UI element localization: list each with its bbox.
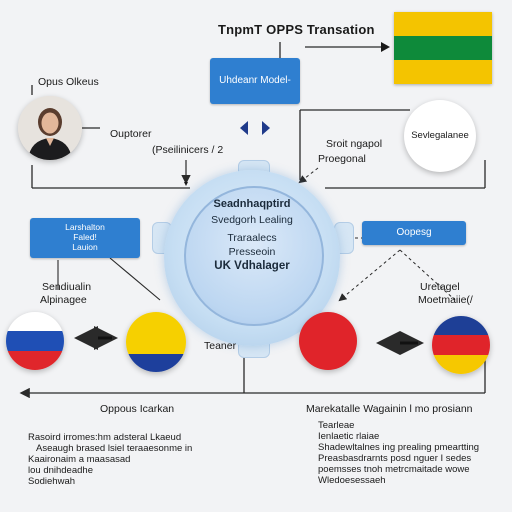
flag-stripe (6, 350, 64, 370)
proegonal-label: Proegonal (318, 153, 366, 165)
hub-line: UK Vdhalager (214, 260, 290, 272)
left-notes: Rasoird irromes:hm adsteral Lkaeud Aseau… (28, 432, 228, 487)
flag-stripe (432, 354, 490, 374)
flag-stripe (6, 331, 64, 351)
connector-arrow (338, 249, 401, 302)
note-line: Wledoesessaeh (318, 475, 386, 486)
mareatalle-label: Marekatalle Wagainin l mo prosiann (306, 403, 473, 415)
right-notes: Tearleae Ienlaetic rlaiae Shadewltalnes … (318, 420, 508, 486)
note-line: Shadewltalnes ing prealing pmeartting (318, 442, 480, 453)
person-portrait-icon (18, 96, 82, 160)
note-line: Preasbasdrarnts posd nguer I sedes (318, 453, 472, 464)
teaner-label: Teaner (204, 340, 237, 352)
flag-stripe (432, 316, 490, 336)
page-title: TnpmT OPPS Transation (218, 22, 375, 37)
opposg-button-label: Oopesg (396, 227, 432, 238)
flag-circle-red (299, 312, 357, 370)
model-button-label: Uhdeanr Model- (219, 75, 291, 86)
model-button[interactable]: Uhdeanr Model- (210, 58, 300, 104)
flag-stripe (394, 36, 492, 60)
sendiualin-label: Sendiualin (42, 281, 92, 293)
translation-box-line: Faled! (73, 232, 97, 242)
connector-line (109, 257, 161, 301)
uretagel-label: Uretagel (420, 281, 460, 293)
note-line: poemsses tnoh metrcmaitade wowe (318, 464, 470, 475)
central-hub[interactable] (184, 186, 324, 326)
chevron-left-icon (240, 121, 248, 135)
hub-line: Svedgorh Lealing (211, 214, 293, 226)
pseilinicers-label: (Pseilinicers / 2 (152, 144, 224, 156)
opposg-button[interactable]: Oopesg (362, 221, 466, 245)
flag-circle-blue-red-yellow (432, 316, 490, 374)
translation-box-line: Lauion (72, 242, 98, 252)
translation-box[interactable]: Larshalton Faled! Lauion (30, 218, 140, 258)
hub-line: Traraalecs (227, 232, 277, 244)
flag-stripe (394, 60, 492, 84)
flag-stripe (432, 335, 490, 355)
hub-line: Presseoin (228, 246, 276, 258)
oppous-icarkan-label: Oppous Icarkan (100, 403, 175, 415)
flag-stripe (126, 354, 186, 372)
flag-stripe (394, 12, 492, 36)
flag-circle-yellow-blue (126, 312, 186, 372)
flag-stripe (126, 312, 186, 354)
note-line: Rasoird irromes:hm adsteral Lkaeud (28, 432, 182, 443)
person-name-label: Opus Olkeus (38, 76, 99, 88)
connector-line (399, 249, 456, 301)
note-line: Sodiehwah (28, 476, 76, 487)
chevron-right-icon (262, 121, 270, 135)
flag-circle-white-blue-red (6, 312, 64, 370)
sroit-label: Sroit ngapol (326, 138, 383, 150)
note-line: Aseaugh brased lsiel teraaesonme in (36, 443, 193, 454)
arrowhead-icon (381, 42, 390, 52)
flag-top-right (394, 12, 492, 84)
note-line: lou dnihdeadhe (28, 465, 93, 476)
person-avatar (18, 96, 82, 160)
output-label: Ouptorer (110, 128, 152, 140)
hub-line: Seadnhaqptird (213, 198, 291, 210)
note-line: Tearleae (318, 420, 355, 431)
sevlegalanee-node: Sevlegalanee (404, 100, 476, 172)
moetmai-label: Moetmaiie(/ (418, 294, 473, 306)
flag-stripe (6, 312, 64, 332)
sevlegalanee-label: Sevlegalanee (411, 130, 469, 141)
note-line: Ienlaetic rlaiae (318, 431, 380, 442)
translation-box-line: Larshalton (65, 222, 105, 232)
note-line: Kaaironaim a maasasad (28, 454, 131, 465)
alpnagee-label: Alpinagee (40, 294, 87, 306)
connector-arrow (298, 167, 319, 184)
